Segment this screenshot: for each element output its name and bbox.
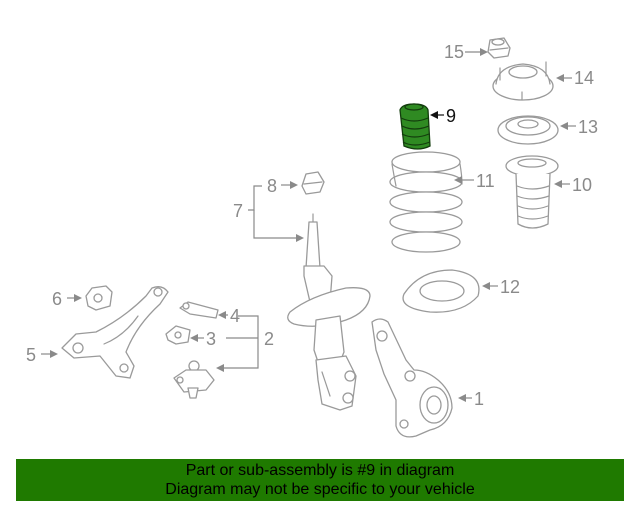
svg-text:13: 13 — [578, 117, 598, 137]
callout-12: 12 — [482, 277, 520, 297]
part-12-insulator[interactable] — [402, 269, 480, 313]
callout-14: 14 — [556, 68, 594, 88]
svg-text:10: 10 — [572, 175, 592, 195]
part-3-bracket[interactable] — [165, 325, 191, 345]
callout-4: 4 — [218, 306, 240, 326]
part-4-bracket[interactable] — [179, 301, 219, 319]
svg-text:7: 7 — [233, 201, 243, 221]
svg-text:15: 15 — [444, 42, 464, 62]
part-8-nut[interactable] — [301, 171, 325, 195]
part-14-support[interactable] — [492, 61, 554, 101]
svg-text:11: 11 — [476, 171, 495, 191]
part-2-ball-joint[interactable] — [173, 360, 215, 399]
part-15-nut[interactable] — [487, 37, 511, 59]
svg-text:4: 4 — [230, 306, 240, 326]
callout-9: 9 — [430, 106, 456, 126]
callout-11: 11 — [454, 171, 495, 191]
svg-text:9: 9 — [446, 106, 456, 126]
callout-6: 6 — [52, 289, 82, 309]
banner-line-1: Part or sub-assembly is #9 in diagram — [185, 462, 455, 479]
part-11-coil-spring[interactable] — [389, 151, 463, 253]
svg-text:5: 5 — [26, 345, 36, 365]
info-banner: Part or sub-assembly is #9 in diagram Di… — [16, 459, 624, 501]
callout-10: 10 — [554, 175, 592, 195]
svg-text:8: 8 — [267, 176, 277, 196]
callout-5: 5 — [26, 345, 58, 365]
callout-1: 1 — [458, 389, 484, 409]
part-13-seat[interactable] — [497, 115, 559, 145]
svg-text:2: 2 — [264, 329, 274, 349]
svg-text:3: 3 — [206, 329, 216, 349]
svg-text:12: 12 — [500, 277, 520, 297]
part-5-control-arm[interactable] — [61, 286, 169, 379]
callout-7: 7 — [233, 185, 304, 242]
part-9-bumper[interactable] — [399, 103, 431, 150]
part-7-strut[interactable] — [287, 213, 371, 411]
suspension-parts-diagram: 15 14 13 10 — [26, 37, 598, 438]
svg-text:6: 6 — [52, 289, 62, 309]
callout-13: 13 — [560, 117, 598, 137]
svg-text:1: 1 — [474, 389, 484, 409]
part-10-boot[interactable] — [505, 155, 559, 229]
part-6-bushing[interactable] — [85, 285, 113, 311]
banner-line-2: Diagram may not be specific to your vehi… — [165, 481, 475, 498]
callout-3: 3 — [190, 329, 216, 349]
part-1-knuckle[interactable] — [371, 318, 453, 438]
callout-15: 15 — [444, 42, 488, 62]
callout-2: 2 — [216, 315, 274, 372]
svg-text:14: 14 — [574, 68, 594, 88]
callout-8: 8 — [267, 176, 298, 196]
